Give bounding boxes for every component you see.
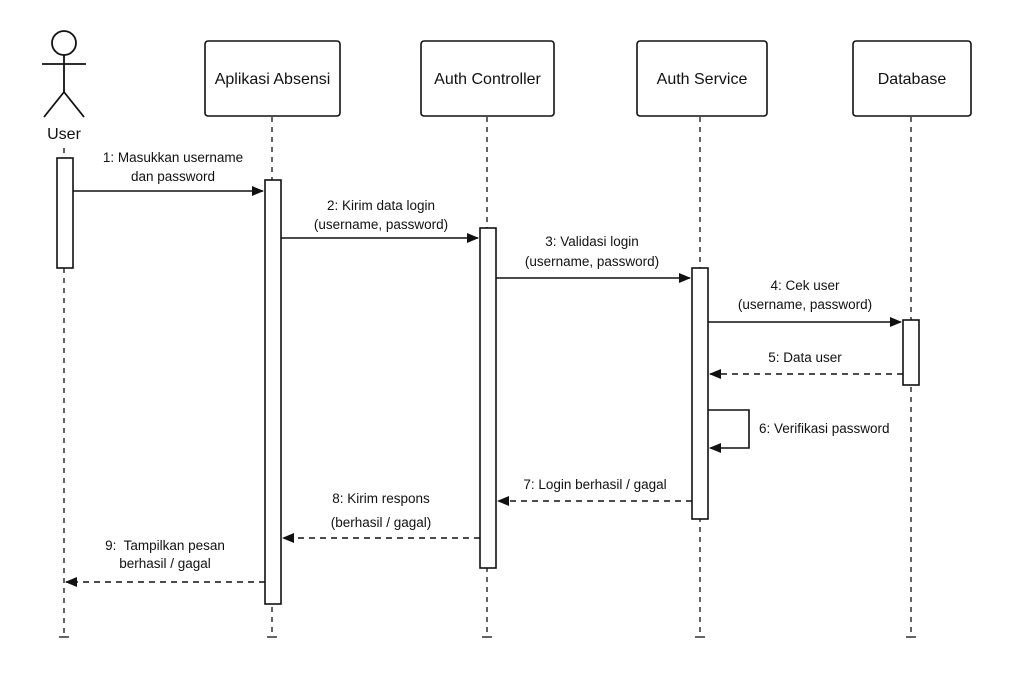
activation-user [56,157,74,269]
participant-auth-controller: Auth Controller [420,40,555,117]
participant-label: Auth Service [657,71,748,88]
message-label: (username, password) [738,297,872,312]
activation-database [902,319,920,386]
message-label: 7: Login berhasil / gagal [523,477,666,492]
message-label: 9: Tampilkan pesan [105,538,225,553]
participant-label: Aplikasi Absensi [215,71,331,88]
message-9: 9: Tampilkan pesan berhasil / gagal [65,538,265,587]
activation-auth-controller [479,227,497,569]
participant-label: Database [878,71,947,88]
message-label: (username, password) [314,217,448,232]
activation-auth-service [691,267,709,520]
message-label: 5: Data user [768,350,842,365]
message-label: 6: Verifikasi password [759,421,890,436]
actor-label: User [47,126,81,143]
message-2: 2: Kirim data login (username, password) [281,198,479,243]
message-label: 8: Kirim respons [332,491,430,506]
message-label: dan password [131,169,215,184]
message-label: 1: Masukkan username [103,150,243,165]
message-label: 3: Validasi login [545,234,639,249]
participant-aplikasi-absensi: Aplikasi Absensi [204,40,341,117]
message-5: 5: Data user [709,350,903,379]
message-label: 2: Kirim data login [327,198,435,213]
message-label: (berhasil / gagal) [331,515,432,530]
message-7: 7: Login berhasil / gagal [497,477,692,506]
participant-auth-service: Auth Service [636,40,768,117]
message-4: 4: Cek user (username, password) [708,278,902,327]
message-6: 6: Verifikasi password [708,409,890,453]
activation-bars [56,157,920,605]
message-label: 4: Cek user [770,278,840,293]
message-1: 1: Masukkan username dan password [73,150,264,196]
message-3: 3: Validasi login (username, password) [496,234,691,283]
message-8: 8: Kirim respons (berhasil / gagal) [282,491,480,543]
message-label: (username, password) [525,254,659,269]
participant-database: Database [852,40,972,117]
message-label: berhasil / gagal [119,556,211,571]
stick-figure-icon [42,30,86,118]
actor-user: User [42,30,86,143]
participant-label: Auth Controller [434,71,541,88]
activation-aplikasi-absensi [264,179,282,605]
